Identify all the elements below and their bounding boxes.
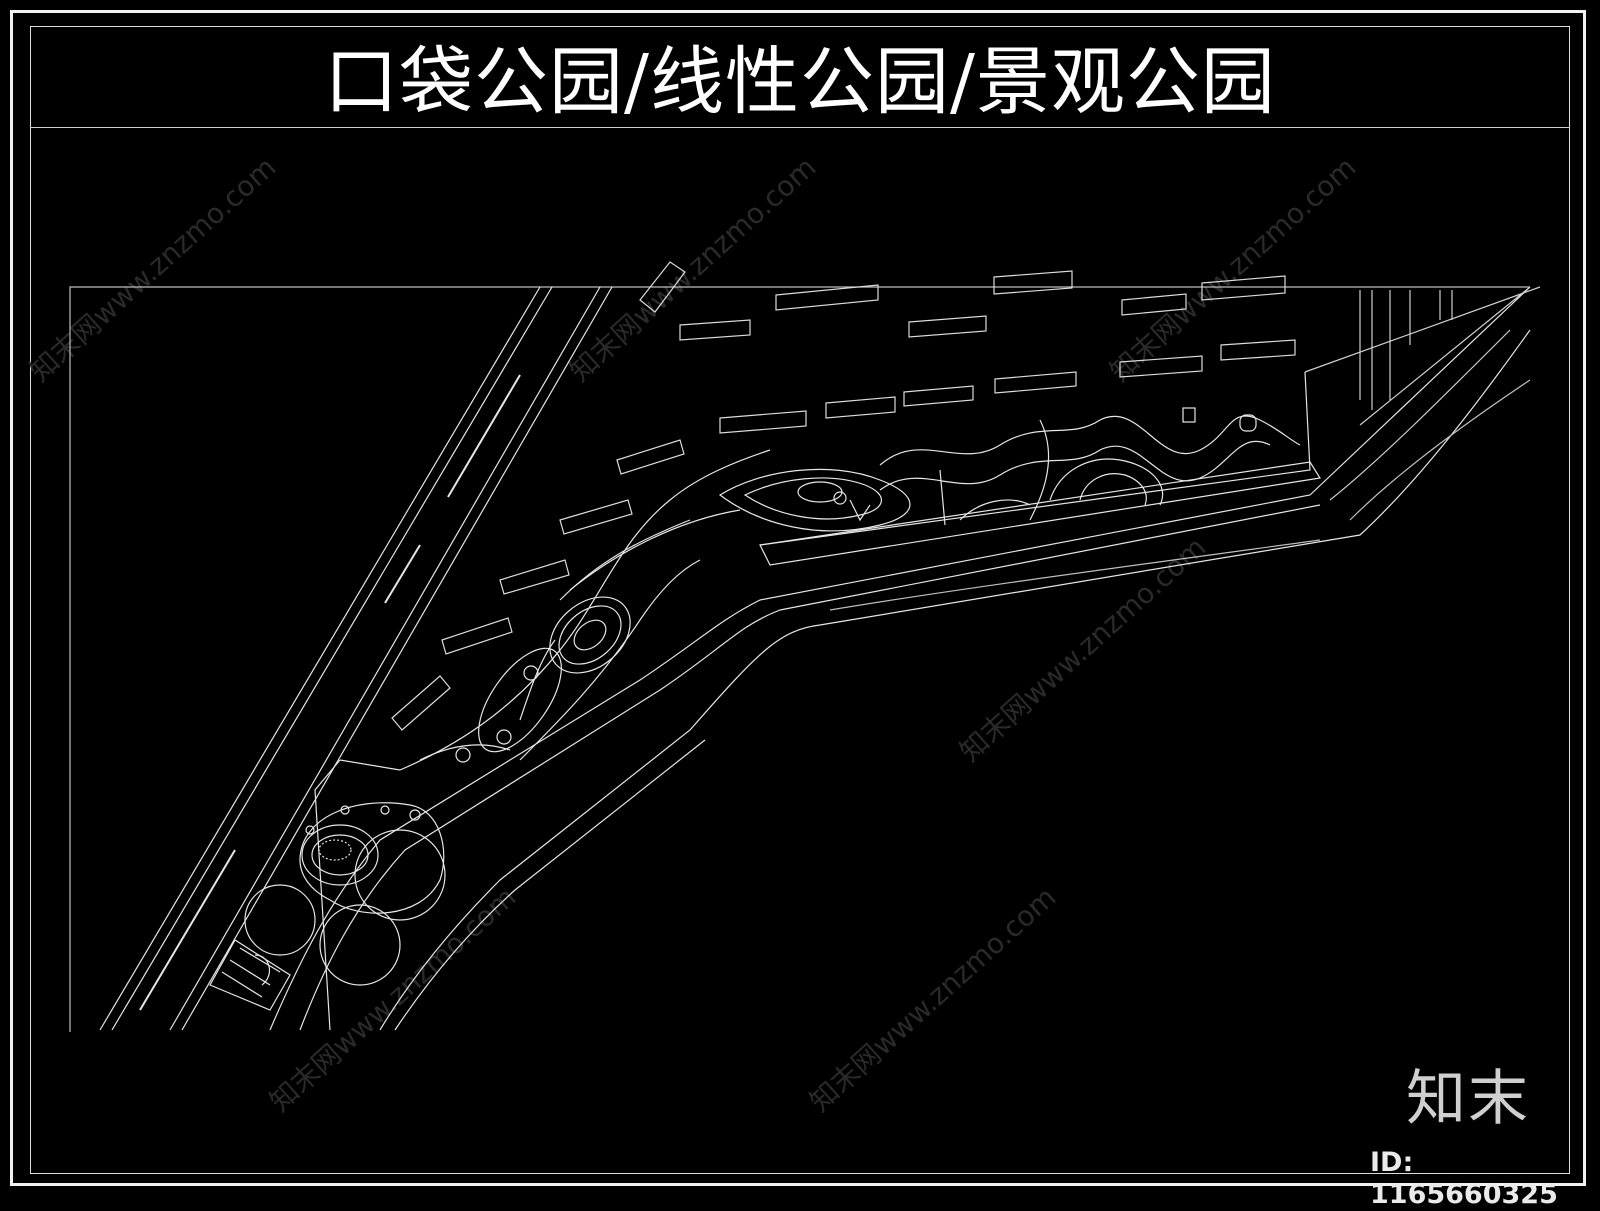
west-ovals bbox=[419, 509, 741, 763]
building-blocks bbox=[391, 261, 1296, 731]
drawing-outer-frame bbox=[10, 10, 1586, 1186]
southwest-plaza bbox=[244, 802, 446, 986]
drawing-inner-frame bbox=[30, 26, 1570, 1174]
promenade bbox=[519, 461, 1321, 761]
watermark-id: ID: 1165660325 bbox=[1370, 1147, 1558, 1210]
parking-area bbox=[209, 939, 291, 1011]
northeast-road bbox=[1359, 290, 1453, 410]
riverbank-lines bbox=[269, 286, 1531, 1031]
west-road bbox=[99, 286, 613, 1031]
title-divider bbox=[30, 127, 1570, 128]
watermark-brand: 知末 bbox=[1406, 1064, 1530, 1134]
park-boundary bbox=[314, 286, 1541, 1031]
garden-paths bbox=[879, 407, 1301, 526]
plot-boundary bbox=[69, 286, 1530, 1032]
central-plaza bbox=[718, 468, 911, 532]
drawing-title: 口袋公园/线性公园/景观公园 bbox=[324, 39, 1276, 125]
